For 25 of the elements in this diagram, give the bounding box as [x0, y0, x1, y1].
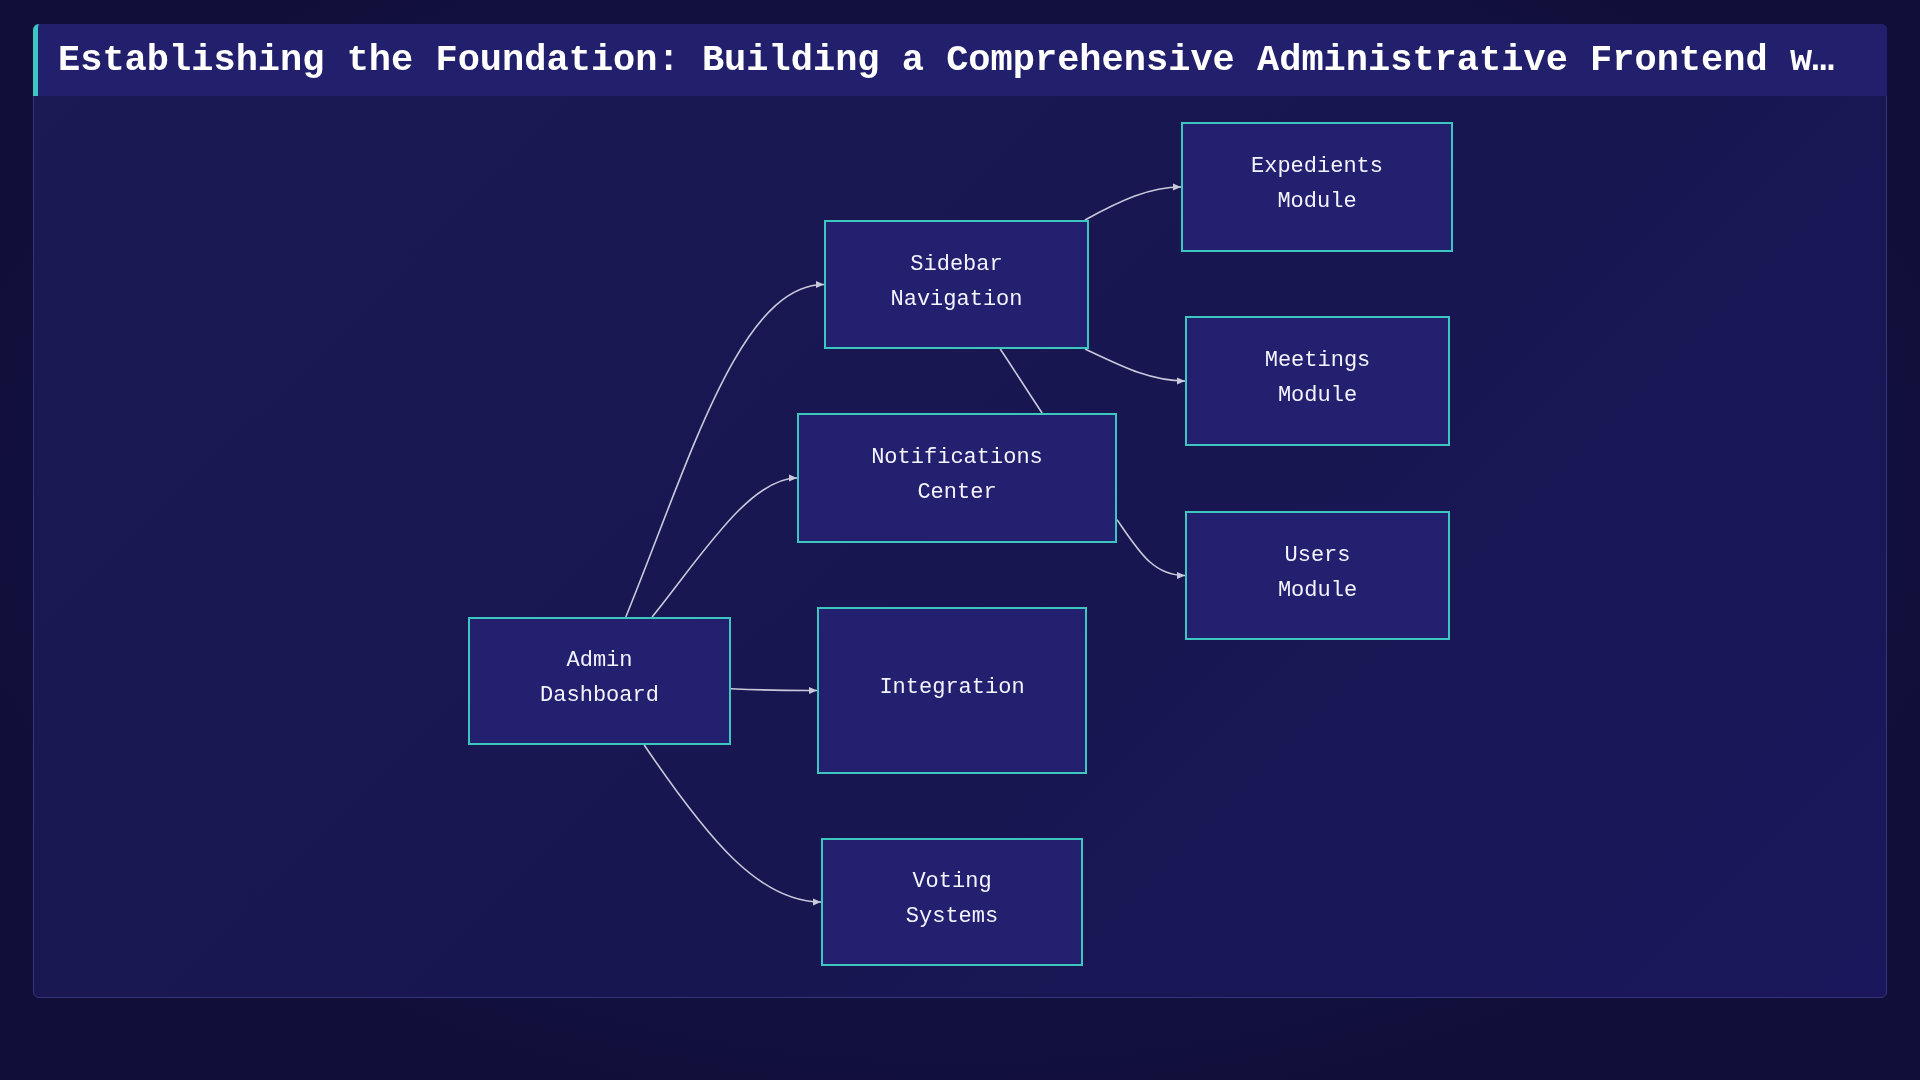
node-label: Voting Systems: [905, 868, 999, 931]
node-label: Admin Dashboard: [540, 647, 659, 710]
node-label: Users Module: [1277, 541, 1358, 605]
arrow: [643, 744, 822, 905]
arrow: [625, 282, 825, 618]
process-box: [817, 607, 1087, 774]
process-box: [468, 617, 731, 745]
node-label: Sidebar Navigation: [890, 250, 1023, 314]
arrow: [651, 475, 798, 618]
node-label: Expedients Module: [1251, 153, 1383, 216]
arrow: [730, 687, 818, 694]
node-label: Meetings Module: [1264, 347, 1371, 410]
node-label: Notifications Center: [871, 444, 1043, 507]
process-box: [824, 220, 1089, 349]
process-box: [1185, 511, 1450, 640]
process-box: [1185, 316, 1450, 446]
arrow: [1116, 518, 1186, 579]
process-box: [797, 413, 1117, 543]
connector-line: [999, 348, 1043, 414]
process-box: [1181, 122, 1453, 252]
process-box: [821, 838, 1083, 966]
node-label: Integration: [879, 674, 1025, 702]
arrow: [1084, 348, 1186, 385]
arrow: [1084, 183, 1182, 221]
diagram-title: Establishing the Foundation: Building a Comprehensive Administrative Frontend w…: [58, 37, 1835, 83]
